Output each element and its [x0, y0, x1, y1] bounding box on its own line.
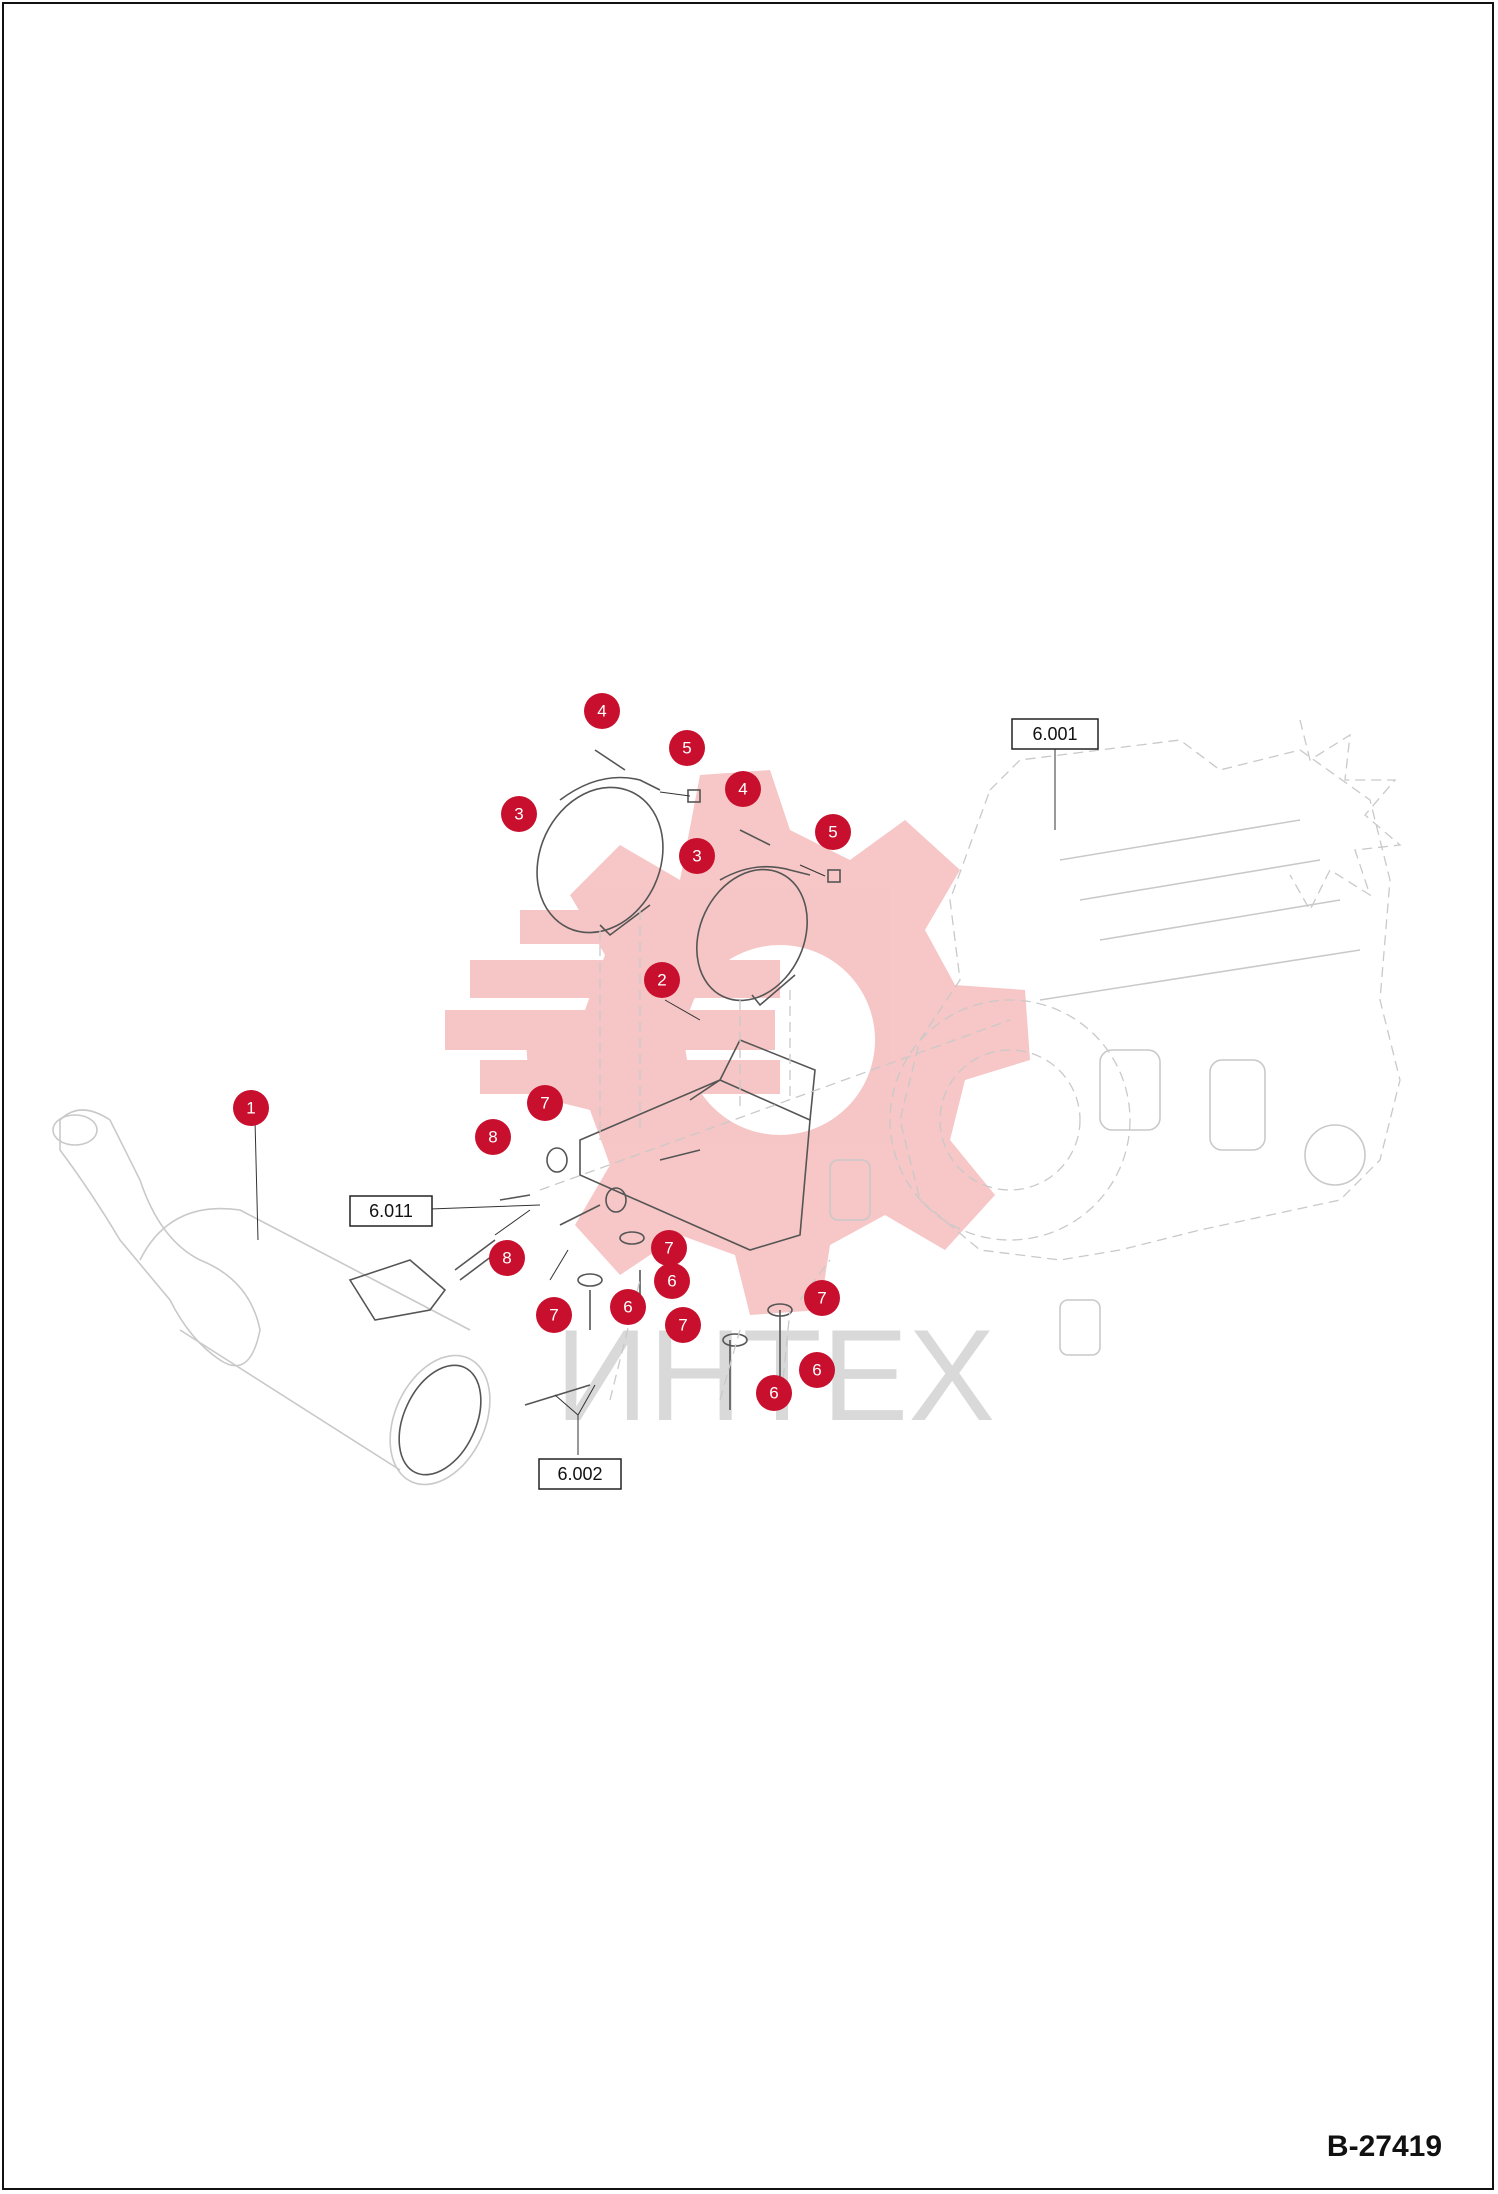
- callout-8[interactable]: 8: [475, 1119, 511, 1155]
- callout-8[interactable]: 8: [489, 1240, 525, 1276]
- callout-7[interactable]: 7: [536, 1297, 572, 1333]
- muffler: [52, 1109, 501, 1486]
- svg-text:5: 5: [828, 823, 837, 842]
- svg-text:5: 5: [682, 739, 691, 758]
- fasteners: [499, 749, 841, 1410]
- document-id: B-27419: [1326, 2130, 1442, 2163]
- svg-text:7: 7: [664, 1239, 673, 1258]
- callout-6[interactable]: 6: [610, 1289, 646, 1325]
- reference-6001[interactable]: 6.001: [1011, 718, 1099, 750]
- callout-3[interactable]: 3: [501, 796, 537, 832]
- svg-text:3: 3: [692, 847, 701, 866]
- callout-5[interactable]: 5: [815, 814, 851, 850]
- svg-text:6.002: 6.002: [557, 1464, 602, 1484]
- callout-7[interactable]: 7: [665, 1307, 701, 1343]
- svg-text:1: 1: [246, 1099, 255, 1118]
- clamp-ring-upper: [536, 776, 664, 937]
- watermark-text: ИНТЕХ: [555, 1302, 995, 1448]
- svg-text:6: 6: [667, 1272, 676, 1291]
- svg-text:8: 8: [488, 1128, 497, 1147]
- svg-text:6: 6: [623, 1298, 632, 1317]
- callout-4[interactable]: 4: [725, 771, 761, 807]
- svg-text:7: 7: [817, 1289, 826, 1308]
- svg-text:6.001: 6.001: [1032, 724, 1077, 744]
- reference-6011[interactable]: 6.011: [349, 1195, 433, 1227]
- callout-6[interactable]: 6: [756, 1375, 792, 1411]
- svg-text:2: 2: [657, 971, 666, 990]
- mounting-bracket: [579, 1038, 816, 1251]
- svg-text:7: 7: [678, 1316, 687, 1335]
- svg-text:6.011: 6.011: [369, 1201, 413, 1221]
- callouts: 4 5 3 4 5 3 2 1 7 8 8 7 6 7 6 7 7 6 6: [233, 693, 851, 1411]
- callout-6[interactable]: 6: [654, 1263, 690, 1299]
- svg-text:7: 7: [549, 1306, 558, 1325]
- svg-text:8: 8: [502, 1249, 511, 1268]
- alignment-lines: [539, 910, 1011, 1411]
- svg-text:7: 7: [540, 1094, 549, 1113]
- callout-7[interactable]: 7: [804, 1280, 840, 1316]
- callout-1[interactable]: 1: [233, 1090, 269, 1126]
- callout-4[interactable]: 4: [584, 693, 620, 729]
- callout-3[interactable]: 3: [679, 838, 715, 874]
- engine-assembly: [829, 719, 1402, 1356]
- callout-7[interactable]: 7: [527, 1085, 563, 1121]
- svg-text:3: 3: [514, 805, 523, 824]
- svg-text:4: 4: [738, 780, 747, 799]
- callout-7[interactable]: 7: [651, 1230, 687, 1266]
- svg-text:4: 4: [597, 702, 606, 721]
- clamp-ring-lower: [696, 865, 811, 1007]
- callout-2[interactable]: 2: [644, 962, 680, 998]
- watermark-gear-logo: [445, 770, 1030, 1315]
- leader-lines: [254, 747, 1056, 1455]
- callout-5[interactable]: 5: [669, 730, 705, 766]
- reference-6002[interactable]: 6.002: [538, 1458, 622, 1490]
- svg-text:6: 6: [812, 1361, 821, 1380]
- callout-6[interactable]: 6: [799, 1352, 835, 1388]
- svg-text:6: 6: [769, 1384, 778, 1403]
